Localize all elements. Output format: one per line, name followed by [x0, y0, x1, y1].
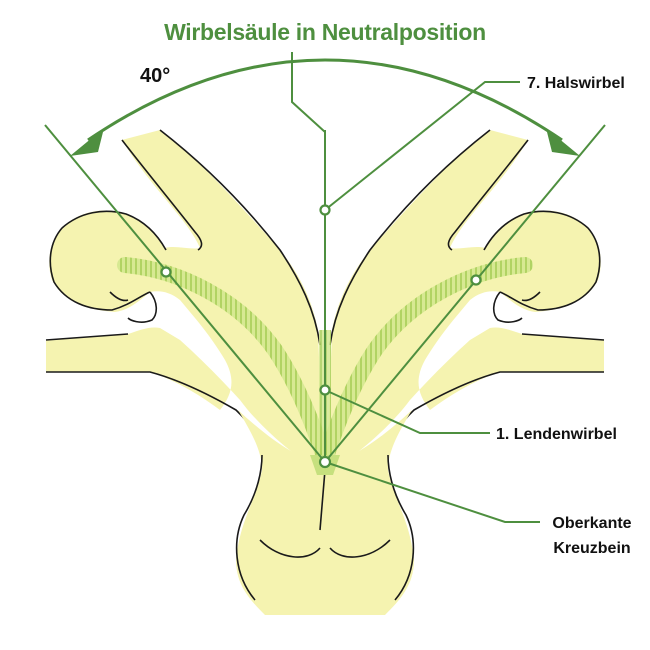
angle-arrowhead-right [546, 128, 580, 156]
diagram-title: Wirbelsäule in Neutralposition [164, 19, 486, 45]
title-leader [292, 52, 325, 132]
sacrum-label-line1: Oberkante [552, 515, 631, 532]
left-figure-body [46, 130, 322, 470]
left-flexed-figure [46, 130, 322, 470]
lumbar-label: 1. Lendenwirbel [496, 426, 617, 443]
sacrum-point [320, 457, 330, 467]
lumbar-point [321, 386, 330, 395]
cervical-label: 7. Halswirbel [527, 75, 625, 92]
angle-arrowhead-left [70, 128, 104, 156]
angle-label: 40° [140, 65, 170, 87]
cervical-point-left [162, 268, 171, 277]
cervical-point-right [472, 276, 481, 285]
right-figure-body [328, 130, 604, 470]
sacrum-label-line2: Kreuzbein [553, 540, 630, 557]
right-flexed-figure [328, 130, 604, 470]
cervical-point-center [321, 206, 330, 215]
